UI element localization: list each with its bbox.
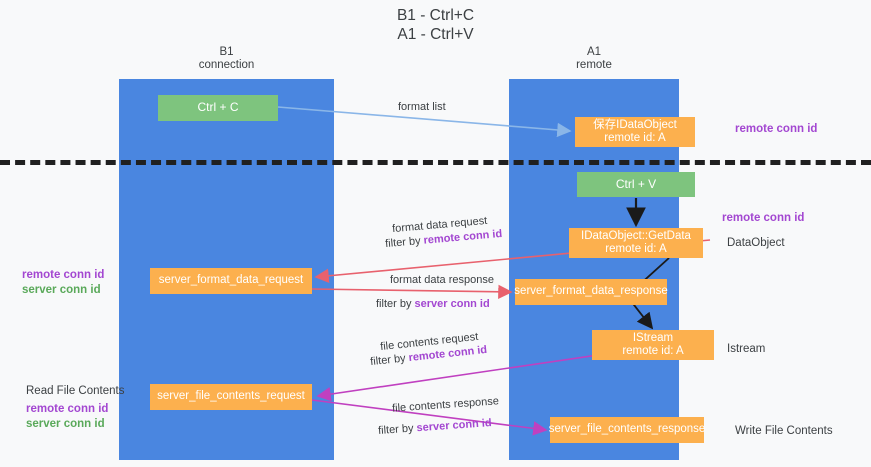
label-file-contents-response: file contents response: [391, 395, 500, 415]
side-label-remote-conn-id-mid: remote conn id: [722, 212, 805, 224]
side-label-dataobject: DataObject: [727, 237, 785, 249]
box-server-file-contents-response-label: server_file_contents_response: [548, 423, 706, 436]
separator-dashed-line: [0, 160, 871, 165]
box-getdata-line-2: remote id: A: [605, 243, 667, 255]
label-format-data-response-filter: filter by server conn id: [376, 298, 490, 310]
label-filter-prefix: filter by: [384, 234, 425, 251]
box-dataobject[interactable]: 保存IDataObject remote id: A: [575, 117, 695, 147]
box-server-file-contents-request[interactable]: server_file_contents_request: [150, 384, 312, 410]
box-server-format-data-response[interactable]: server_format_data_response: [514, 279, 668, 305]
box-getdata-line-1: IDataObject::GetData: [581, 229, 691, 242]
label-filter-prefix: filter by: [369, 352, 410, 369]
box-server-file-contents-request-label: server_file_contents_request: [157, 390, 305, 403]
side-label-left-ids-file: remote conn id server conn id: [26, 402, 108, 432]
side-label-left-remote-conn-id-1: remote conn id: [22, 269, 105, 281]
label-file-contents-response-filter: filter by server conn id: [378, 417, 492, 437]
box-ctrl-v-label: Ctrl + V: [615, 176, 657, 191]
lane-header-a1: A1 remote: [509, 46, 679, 72]
lane-header-b1-role: connection: [198, 59, 255, 71]
box-ctrl-v[interactable]: Ctrl + V: [577, 172, 695, 197]
label-server-conn-id: server conn id: [414, 298, 490, 310]
box-getdata[interactable]: IDataObject::GetData remote id: A: [569, 228, 703, 258]
box-ctrl-c-label: Ctrl + C: [197, 100, 239, 115]
box-server-format-data-request[interactable]: server_format_data_request: [150, 268, 312, 294]
label-filter-prefix: filter by: [376, 298, 415, 310]
page-title-line-2: A1 - Ctrl+V: [397, 26, 474, 43]
label-server-conn-id: server conn id: [416, 417, 492, 435]
box-server-format-data-response-label: server_format_data_response: [514, 285, 668, 298]
box-server-format-data-request-label: server_format_data_request: [158, 274, 304, 287]
arrow-format-data-response: [311, 284, 513, 300]
box-istream-line-1: IStream: [632, 331, 674, 344]
side-label-remote-conn-id-top: remote conn id: [735, 123, 818, 135]
page-title-line-1: B1 - Ctrl+C: [396, 7, 475, 24]
side-label-left-ids-format: remote conn id server conn id: [22, 268, 104, 298]
lane-header-b1-name: B1: [219, 46, 234, 58]
box-ctrl-c[interactable]: Ctrl + C: [158, 95, 278, 121]
label-format-list: format list: [398, 101, 446, 113]
side-label-istream: Istream: [727, 343, 766, 355]
side-label-left-remote-conn-id-2: remote conn id: [26, 403, 109, 415]
side-label-left-server-conn-id-2: server conn id: [26, 418, 105, 430]
box-server-file-contents-response[interactable]: server_file_contents_response: [548, 417, 706, 443]
side-label-left-server-conn-id-1: server conn id: [22, 284, 101, 296]
side-label-write-file-contents: Write File Contents: [735, 425, 833, 437]
label-filter-prefix: filter by: [377, 422, 417, 437]
box-istream[interactable]: IStream remote id: A: [592, 330, 714, 360]
box-dataobject-line-2: remote id: A: [604, 132, 666, 144]
lane-header-b1: B1 connection: [119, 46, 334, 72]
box-istream-line-2: remote id: A: [622, 345, 684, 357]
label-format-data-response: format data response: [390, 274, 494, 286]
side-label-read-file-contents: Read File Contents: [26, 385, 125, 397]
box-dataobject-line-1: 保存IDataObject: [593, 118, 677, 131]
page-title: B1 - Ctrl+C A1 - Ctrl+V: [0, 6, 871, 44]
lane-header-a1-role: remote: [576, 59, 612, 71]
lane-header-a1-name: A1: [586, 46, 602, 58]
